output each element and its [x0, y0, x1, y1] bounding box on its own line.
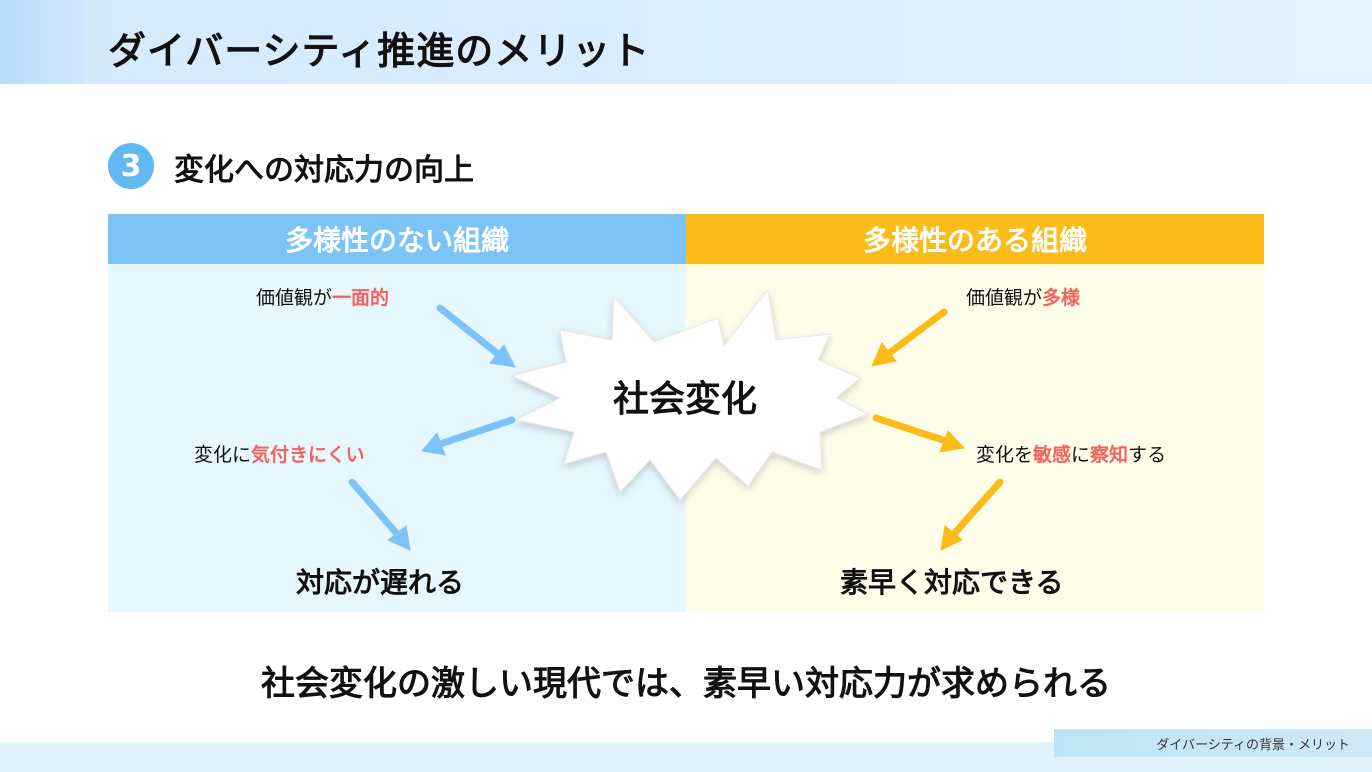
left-item-values: 価値観が一面的 [256, 287, 390, 309]
section-number-badge: 3 [108, 143, 154, 189]
left-item-awareness: 変化に気付きにくい [194, 444, 365, 466]
right-item-values: 価値観が多様 [966, 287, 1081, 309]
right-item-detection: 変化を敏感に察知する [976, 444, 1167, 466]
right-result: 素早く対応できる [840, 566, 1064, 599]
left-result: 対応が遅れる [296, 566, 465, 599]
left-panel-heading: 多様性のない組織 [108, 214, 686, 264]
header-bar [0, 0, 1372, 84]
right-panel [686, 214, 1264, 612]
page-title: ダイバーシティ推進のメリット [108, 29, 651, 73]
header-accent [0, 0, 84, 84]
section-title: 変化への対応力の向上 [174, 153, 474, 188]
social-change-label: 社会変化 [612, 379, 757, 420]
footer-section-tag: ダイバーシティの背景・メリット [1054, 729, 1372, 757]
conclusion-text: 社会変化の激しい現代では、素早い対応力が求められる [261, 664, 1111, 704]
right-panel-heading: 多様性のある組織 [686, 214, 1264, 264]
